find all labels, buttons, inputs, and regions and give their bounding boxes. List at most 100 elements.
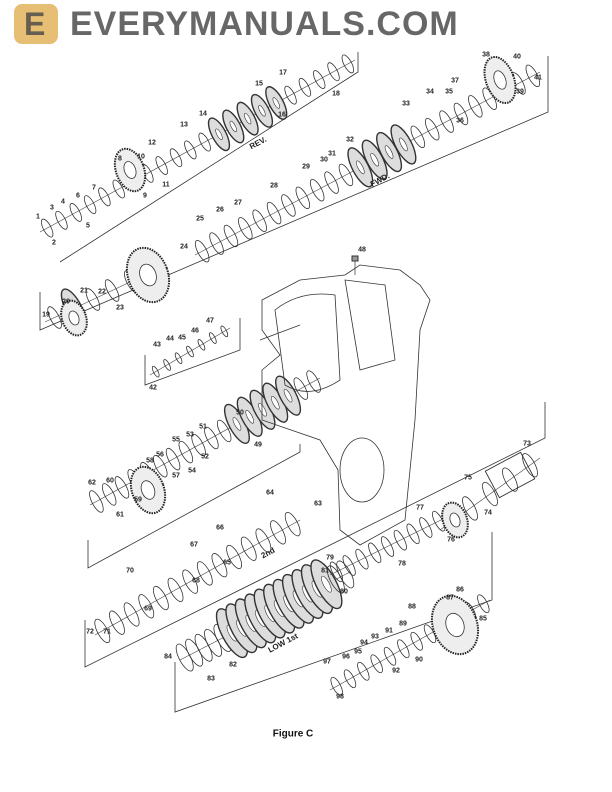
part-number-label: 21 [80, 287, 88, 295]
part-number-label: 81 [321, 567, 329, 575]
part-number-label: 17 [279, 69, 287, 77]
ring-part [284, 511, 301, 537]
part-number-label: 6 [76, 192, 80, 200]
ring-part [383, 646, 397, 666]
ring-part [165, 447, 181, 471]
ring-part [209, 232, 224, 255]
part-number-label: 32 [346, 136, 354, 144]
transmission-housing [261, 264, 431, 546]
ring-part [432, 510, 446, 532]
part-number-label: 29 [302, 163, 310, 171]
part-number-label: 3 [50, 204, 54, 212]
part-number-label: 83 [207, 675, 215, 683]
part-number-label: 16 [278, 111, 286, 119]
part-number-label: 52 [201, 453, 209, 461]
output-shaft-drum [484, 451, 536, 499]
ring-part [223, 224, 239, 248]
gear-hub [493, 70, 507, 90]
part-number-label: 27 [234, 199, 242, 207]
ring-part [410, 631, 423, 651]
ring-part [98, 187, 111, 207]
ring-part [238, 217, 253, 240]
shaft-axis [94, 519, 301, 636]
part-number-label: 64 [266, 489, 274, 497]
disc-bore [245, 410, 255, 424]
disc-bore [356, 160, 365, 175]
part-number-label: 95 [354, 648, 362, 656]
part-number-label: 84 [164, 653, 172, 661]
part-number-label: 58 [146, 457, 154, 465]
disc-bore [229, 120, 237, 133]
part-number-label: 10 [137, 153, 145, 161]
housing-valve-body [344, 279, 396, 371]
ring-part [525, 64, 541, 88]
part-number-label: 74 [484, 509, 492, 517]
part-number-label: 50 [236, 409, 244, 417]
ring-part [109, 610, 125, 635]
part-number-label: 75 [464, 474, 472, 482]
part-number-label: 46 [191, 327, 199, 335]
ring-part [393, 529, 407, 551]
ring-part [482, 87, 497, 110]
ring-part [163, 359, 171, 371]
part-number-label: 80 [340, 588, 348, 596]
ring-part [419, 517, 433, 538]
ring-part [83, 195, 97, 215]
ring-part [104, 279, 120, 302]
part-number-label: 53 [186, 431, 194, 439]
ring-part [226, 544, 243, 570]
part-number-label: 54 [188, 467, 196, 475]
figure-caption: Figure C [272, 728, 314, 740]
part-number-label: 15 [255, 80, 263, 88]
ring-part [197, 338, 206, 351]
part-number-label: 96 [342, 653, 350, 661]
part-number-label: 94 [360, 639, 368, 647]
ring-part [281, 194, 296, 217]
part-number-label: 72 [86, 628, 94, 636]
ring-part [342, 555, 356, 576]
ring-part [240, 536, 257, 561]
disc-bore [243, 112, 252, 125]
part-number-label: 43 [153, 341, 161, 349]
ring-part [439, 110, 454, 133]
part-number-label: 44 [166, 335, 174, 343]
gear-hub [123, 161, 137, 179]
part-number-label: 12 [148, 139, 156, 147]
ring-part [153, 454, 168, 478]
part-number-label: 9 [143, 192, 147, 200]
ring-part [266, 201, 282, 225]
ring-part [174, 352, 183, 365]
part-number-label: 57 [172, 472, 180, 480]
ring-part [313, 70, 326, 89]
ring-part [255, 528, 272, 553]
part-number-label: 69 [144, 605, 152, 613]
part-number-label: 7 [92, 184, 96, 192]
ring-part [324, 171, 339, 194]
ring-part [167, 577, 184, 602]
part-number-label: 59 [134, 496, 142, 504]
part-number-label: 91 [385, 627, 393, 635]
ring-part [330, 676, 343, 696]
part-number-label: 77 [416, 504, 424, 512]
ring-part [55, 210, 68, 230]
part-number-label: 85 [479, 615, 487, 623]
watermark-logo: E [14, 4, 58, 44]
ring-part [196, 561, 213, 586]
disc-bore [272, 97, 280, 109]
ring-part [123, 602, 140, 627]
disc-bore [321, 575, 332, 593]
gear-hub [445, 612, 465, 638]
part-number-label: 33 [402, 100, 410, 108]
ring-part [482, 481, 498, 507]
ring-part [397, 639, 410, 659]
ring-part [252, 209, 267, 232]
ring-part [343, 669, 357, 689]
ring-part [40, 218, 54, 238]
ring-part [380, 536, 395, 557]
ring-part [47, 306, 62, 329]
shaft-axis [149, 327, 231, 376]
part-number-label: 48 [358, 246, 366, 254]
part-number-label: 76 [447, 536, 455, 544]
ring-part [182, 569, 199, 594]
